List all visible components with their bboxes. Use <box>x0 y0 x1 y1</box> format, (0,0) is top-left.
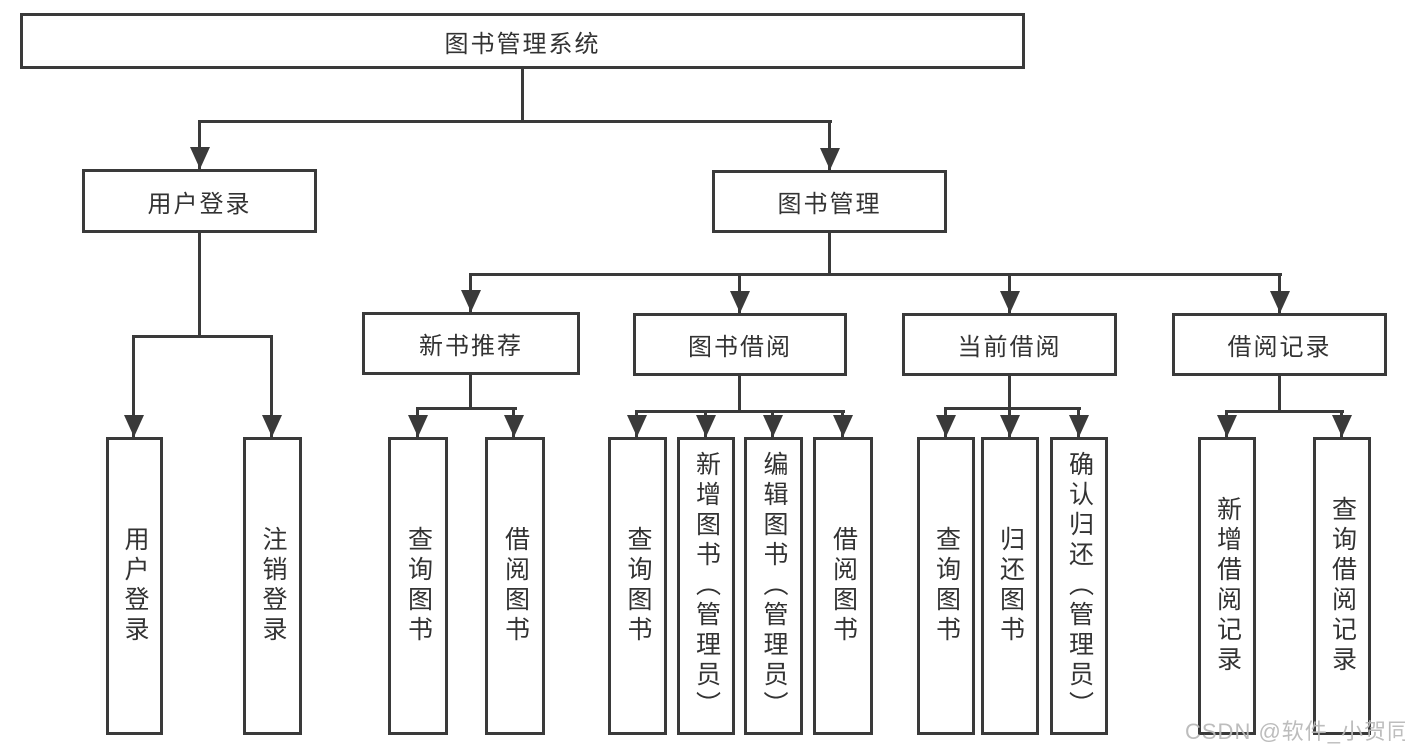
node-root-label: 图书管理系统 <box>444 30 601 58</box>
node-root: 图书管理系统 <box>20 13 1025 69</box>
arrowhead-icon <box>1000 415 1020 437</box>
leaf-bb-query-books: 查询图书 <box>608 437 667 735</box>
arrowhead-icon <box>696 415 716 437</box>
branch-user-login-label: 用户登录 <box>147 190 252 218</box>
arrowhead-icon <box>1069 415 1089 437</box>
connector-level2-bar <box>469 273 1282 276</box>
leaf-user-login-label: 用户登录 <box>121 526 149 646</box>
arrowhead-icon <box>190 147 210 169</box>
arrowhead-icon <box>408 415 428 437</box>
connector-user-login-bar <box>132 335 273 338</box>
leaf-bb-borrow-books: 借阅图书 <box>813 437 873 735</box>
connector-user-login-stem <box>198 233 201 335</box>
branch-user-login: 用户登录 <box>82 169 317 233</box>
leaf-bb-add-books-label: 新增图书（管理员） <box>692 451 721 721</box>
branch-book-management: 图书管理 <box>712 170 947 233</box>
arrowhead-icon <box>262 415 282 437</box>
branch-book-borrowing-label: 图书借阅 <box>688 334 792 361</box>
leaf-bb-edit-books: 编辑图书（管理员） <box>744 437 803 735</box>
arrowhead-icon <box>1217 415 1237 437</box>
connector-to-user-login <box>198 120 201 169</box>
leaf-cb-query-books: 查询图书 <box>917 437 975 735</box>
connector-cb-bar <box>944 407 1081 410</box>
leaf-bb-add-books: 新增图书（管理员） <box>677 437 735 735</box>
branch-book-management-label: 图书管理 <box>777 191 882 218</box>
connector-book-management-stem <box>828 233 831 273</box>
leaf-bb-borrow-books-label: 借阅图书 <box>829 526 858 646</box>
leaf-br-add-record-label: 新增借阅记录 <box>1213 496 1242 676</box>
connector-level1-bar <box>198 120 832 123</box>
branch-borrow-records-label: 借阅记录 <box>1227 334 1332 361</box>
connector-nbr-stem <box>469 375 472 407</box>
leaf-nbr-borrow-books: 借阅图书 <box>485 437 545 735</box>
connector-br-bar <box>1225 410 1344 413</box>
connector-to-leaf-user-login <box>132 335 135 437</box>
leaf-logout-label: 注销登录 <box>259 526 287 646</box>
leaf-logout: 注销登录 <box>243 437 302 735</box>
connector-br-stem <box>1278 376 1281 410</box>
leaf-nbr-query-books: 查询图书 <box>388 437 448 735</box>
leaf-cb-confirm-return-label: 确认归还（管理员） <box>1065 451 1094 721</box>
arrowhead-icon <box>627 415 647 437</box>
branch-book-borrowing: 图书借阅 <box>633 313 847 376</box>
leaf-cb-return-books: 归还图书 <box>981 437 1039 735</box>
arrowhead-icon <box>1270 291 1290 313</box>
branch-new-book-recommend-label: 新书推荐 <box>419 333 523 360</box>
arrowhead-icon <box>1000 291 1020 313</box>
leaf-nbr-query-books-label: 查询图书 <box>404 526 433 646</box>
csdn-watermark: CSDN @软件_小贺同学 <box>1185 719 1405 744</box>
connector-root-stem <box>521 69 524 120</box>
branch-current-borrowing: 当前借阅 <box>902 313 1117 376</box>
leaf-br-query-record-label: 查询借阅记录 <box>1328 496 1357 676</box>
leaf-nbr-borrow-books-label: 借阅图书 <box>501 526 530 646</box>
leaf-br-add-record: 新增借阅记录 <box>1198 437 1256 735</box>
leaf-cb-confirm-return: 确认归还（管理员） <box>1050 437 1108 735</box>
connector-bb-stem <box>738 376 741 410</box>
branch-borrow-records: 借阅记录 <box>1172 313 1387 376</box>
arrowhead-icon <box>124 415 144 437</box>
arrowhead-icon <box>936 415 956 437</box>
connector-to-leaf-logout <box>270 335 273 437</box>
arrowhead-icon <box>763 415 783 437</box>
arrowhead-icon <box>504 415 524 437</box>
leaf-cb-query-books-label: 查询图书 <box>932 526 961 646</box>
leaf-bb-edit-books-label: 编辑图书（管理员） <box>760 451 788 721</box>
connector-bb-bar <box>635 410 845 413</box>
leaf-br-query-record: 查询借阅记录 <box>1313 437 1371 735</box>
leaf-cb-return-books-label: 归还图书 <box>996 526 1025 646</box>
leaf-bb-query-books-label: 查询图书 <box>624 526 652 646</box>
leaf-user-login: 用户登录 <box>106 437 163 735</box>
arrowhead-icon <box>820 148 840 170</box>
arrowhead-icon <box>730 291 750 313</box>
connector-to-book-management <box>828 120 831 170</box>
connector-nbr-bar <box>416 407 517 410</box>
branch-current-borrowing-label: 当前借阅 <box>957 334 1062 361</box>
arrowhead-icon <box>833 415 853 437</box>
arrowhead-icon <box>1332 415 1352 437</box>
branch-new-book-recommend: 新书推荐 <box>362 312 580 375</box>
connector-cb-stem <box>1008 376 1011 407</box>
arrowhead-icon <box>461 290 481 312</box>
